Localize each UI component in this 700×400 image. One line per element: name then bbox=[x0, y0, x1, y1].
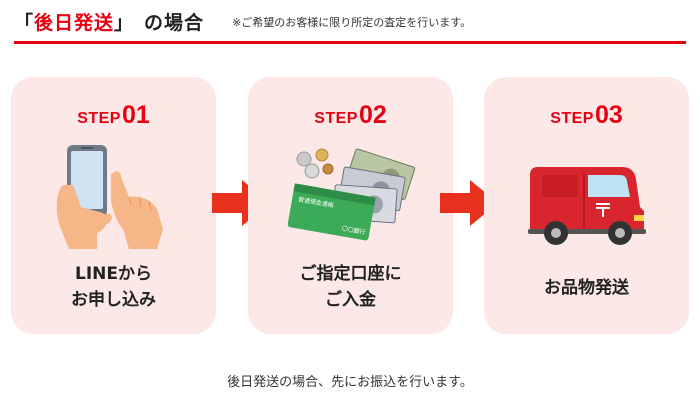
step-text-line: お申し込み bbox=[71, 290, 156, 310]
step-number: 03 bbox=[594, 101, 623, 129]
section-title: 「後日発送」の場合 bbox=[14, 8, 204, 35]
step-number: 01 bbox=[121, 101, 150, 129]
step-text-line: お品物発送 bbox=[544, 278, 629, 298]
step-text-1: LINEから お申し込み bbox=[11, 261, 216, 313]
step-word: STEP bbox=[77, 110, 121, 127]
step-text-3: お品物発送 bbox=[484, 275, 689, 301]
step-text-line: ご指定口座に bbox=[299, 264, 402, 284]
step-text-line: LINEから bbox=[75, 264, 152, 284]
header-divider bbox=[14, 41, 686, 44]
footer-note: 後日発送の場合、先にお振込を行います。 bbox=[227, 375, 473, 390]
step-card-3: STEP03 お品物発送 bbox=[484, 77, 689, 334]
title-close-bracket: 」 bbox=[114, 12, 135, 34]
title-accent: 後日発送 bbox=[34, 12, 115, 34]
arrow-right-icon bbox=[440, 180, 498, 226]
section-header: 「後日発送」の場合 ※ご希望のお客様に限り所定の査定を行います。 bbox=[14, 8, 686, 42]
money-bankbook-icon: 普通預金通帳 〇〇銀行 bbox=[287, 148, 416, 241]
step-number: 02 bbox=[358, 101, 387, 129]
step-card-2: STEP02 普通預金通帳 〇〇銀行 ご指定口座に ご入金 bbox=[248, 77, 453, 334]
step-label-2: STEP02 bbox=[248, 101, 453, 130]
step-word: STEP bbox=[314, 110, 358, 127]
step-word: STEP bbox=[550, 110, 594, 127]
step-card-1: STEP01 LINEから お申し込み bbox=[11, 77, 216, 334]
step-label-1: STEP01 bbox=[11, 101, 216, 130]
step-text-2: ご指定口座に ご入金 bbox=[248, 261, 453, 313]
title-rest: の場合 bbox=[144, 12, 205, 34]
title-open-bracket: 「 bbox=[14, 12, 35, 34]
step-text-line: ご入金 bbox=[325, 290, 376, 310]
hand-smartphone-icon bbox=[56, 145, 163, 249]
step-label-3: STEP03 bbox=[484, 101, 689, 130]
header-note: ※ご希望のお客様に限り所定の査定を行います。 bbox=[232, 16, 472, 29]
post-van-icon bbox=[528, 167, 646, 245]
